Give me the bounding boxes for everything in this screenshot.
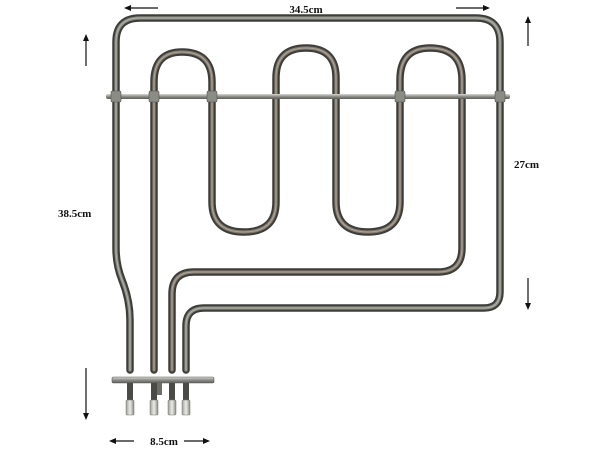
spacing-arrow-left [109, 438, 134, 444]
height-dimension-label: 38.5cm [58, 208, 91, 220]
spacing-arrow-right [184, 438, 210, 444]
terminal-pin [181, 383, 191, 416]
inner-heating-serpentine [150, 44, 466, 374]
terminal-pin [149, 383, 159, 416]
terminal-pins [125, 383, 191, 416]
depth-arrow-up [525, 16, 531, 46]
depth-arrow-down [525, 278, 531, 310]
terminal-spacing-label: 8.5cm [150, 436, 178, 448]
width-dimension-label: 34.5cm [289, 4, 322, 16]
mounting-bracket [111, 376, 215, 395]
outer-heating-loop [112, 14, 504, 374]
terminal-pin [167, 383, 177, 416]
rod-clips [110, 90, 506, 103]
support-rod [106, 90, 510, 103]
height-arrow-up [83, 34, 89, 66]
width-arrow-left [124, 5, 158, 11]
width-arrow-right [456, 5, 490, 11]
depth-dimension-label: 27cm [514, 159, 539, 171]
terminal-pin [125, 383, 135, 416]
height-arrow-down [83, 368, 89, 420]
